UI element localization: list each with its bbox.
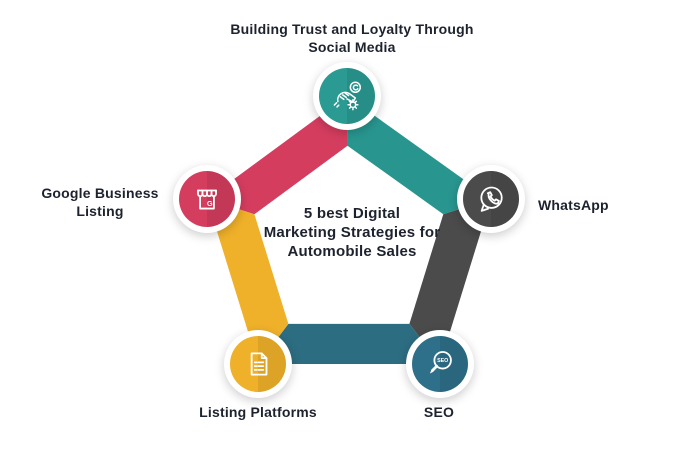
center-title-line: Automobile Sales <box>287 243 417 260</box>
document-list-icon <box>250 352 268 376</box>
node-ring <box>457 165 525 233</box>
node-listing-platforms <box>224 330 292 398</box>
center-title-line: Marketing Strategies for <box>263 224 441 241</box>
handshake-trust-icon <box>333 81 362 111</box>
seo-icon-text: SEO <box>437 358 448 364</box>
node-ring: G <box>173 165 241 233</box>
node-disc <box>230 336 286 392</box>
segment-social-to-whatsapp <box>347 96 491 215</box>
segment-whatsapp-to-seo <box>409 199 491 364</box>
node-social-media <box>313 62 381 130</box>
label-whatsapp: WhatsApp <box>538 197 609 213</box>
label-listing-platforms: Listing Platforms <box>199 404 317 420</box>
node-disc <box>463 171 519 227</box>
node-google-business: G <box>173 165 241 233</box>
seo-magnifier-icon: SEO <box>429 351 452 374</box>
segment-listing-to-google <box>207 199 289 364</box>
node-seo: SEO <box>406 330 474 398</box>
node-disc: SEO <box>412 336 468 392</box>
node-disc <box>319 68 375 124</box>
node-ring <box>313 62 381 130</box>
center-title-line: 5 best Digital <box>303 205 401 222</box>
node-whatsapp <box>457 165 525 233</box>
center-title: 5 best Digital Marketing Strategies for … <box>239 204 465 261</box>
label-google-business: Google Business Listing <box>41 185 159 219</box>
storefront-icon-text: G <box>207 199 213 208</box>
whatsapp-icon <box>480 186 503 212</box>
label-social-media: Building Trust and Loyalty Through Socia… <box>230 21 474 55</box>
node-ring: SEO <box>406 330 474 398</box>
node-ring <box>224 330 292 398</box>
segment-seo-to-listing <box>258 323 440 364</box>
segment-google-to-social <box>207 96 348 215</box>
node-disc: G <box>179 171 235 227</box>
storefront-icon: G <box>197 189 217 210</box>
label-seo: SEO <box>423 404 455 420</box>
